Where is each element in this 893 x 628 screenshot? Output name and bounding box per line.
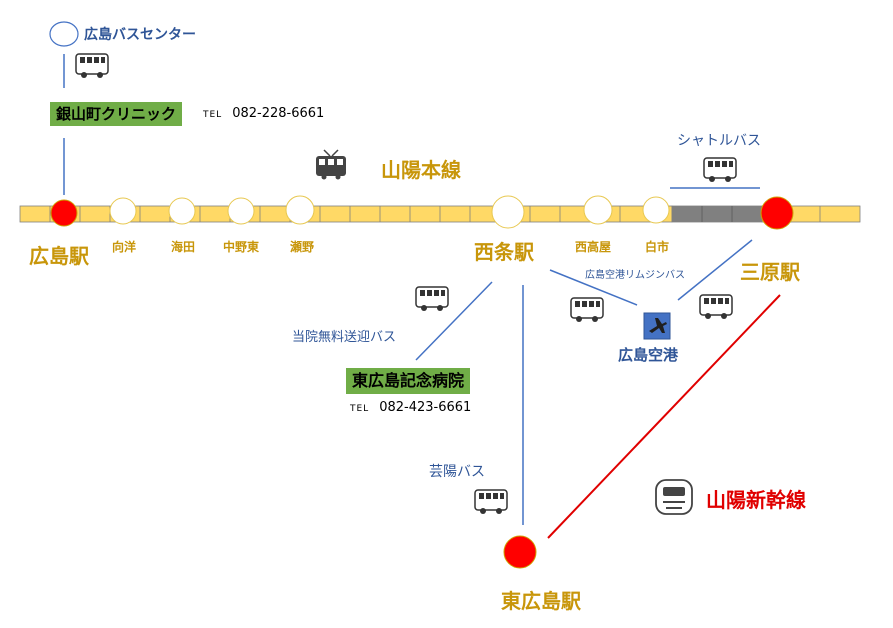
bus-center-node	[49, 21, 79, 47]
station-label-kaita: 海田	[171, 240, 196, 254]
station-node-nakano-higashi[interactable]	[227, 197, 255, 225]
tel-prefix: TEL	[350, 404, 370, 414]
station-node-nishitakaya[interactable]	[583, 195, 613, 225]
station-node-hachihonmatsu[interactable]	[642, 196, 670, 224]
airport-limousine-line-saijo	[549, 269, 638, 306]
station-label-seno: 瀬野	[290, 240, 315, 254]
hospital-tel: TEL 082-423-6661	[350, 400, 471, 415]
clinic-tel-number: 082-228-6661	[232, 106, 325, 121]
clinic-tel: TEL 082-228-6661	[203, 106, 324, 121]
station-node-hiroshima[interactable]	[50, 199, 78, 227]
station-node-kaita[interactable]	[168, 197, 196, 225]
sanyo-main-line-label: 山陽本線	[381, 158, 461, 182]
train-icon	[316, 149, 346, 180]
bus-icon	[75, 53, 109, 78]
bus-icon	[570, 297, 604, 322]
station-node-seno[interactable]	[285, 195, 315, 225]
station-node-saijo[interactable]	[491, 195, 525, 229]
station-node-mihara[interactable]	[760, 196, 794, 230]
station-node-higashi-hiroshima[interactable]	[503, 535, 537, 569]
airport-label: 広島空港	[618, 346, 679, 364]
geiyo-bus-label: 芸陽バス	[429, 464, 485, 480]
station-label-hachihonmatsu: 白市	[645, 240, 670, 254]
bus-center-label: 広島バスセンター	[84, 27, 196, 43]
sanyo-main-line-track	[19, 205, 861, 223]
station-label-nishitakaya: 西高屋	[575, 240, 612, 254]
airport-limousine-label: 広島空港リムジンバス	[585, 270, 685, 281]
airplane-icon	[643, 312, 671, 340]
station-label-saijo: 西条駅	[474, 240, 534, 264]
free-bus-label: 当院無料送迎バス	[292, 330, 397, 345]
hospital-name-box: 東広島記念病院	[346, 368, 471, 394]
station-node-mukainada[interactable]	[109, 197, 137, 225]
station-label-mihara: 三原駅	[740, 260, 800, 284]
shinkansen-icon	[655, 479, 693, 515]
station-label-mukainada: 向洋	[112, 240, 137, 254]
shinkansen-line	[547, 294, 781, 539]
station-label-higashi-hiroshima: 東広島駅	[501, 589, 581, 613]
tel-prefix: TEL	[203, 110, 223, 120]
bus-icon	[703, 157, 737, 182]
bus-icon	[474, 489, 508, 514]
bus-icon	[415, 286, 449, 311]
hospital-tel-number: 082-423-6661	[379, 400, 472, 415]
clinic-name-box: 銀山町クリニック	[50, 102, 183, 126]
station-label-nakano-higashi: 中野東	[223, 240, 260, 254]
shinkansen-label: 山陽新幹線	[706, 488, 806, 512]
airport-limousine-line-mihara	[677, 239, 753, 301]
shuttle-bus-label: シャトルバス	[677, 133, 761, 149]
station-label-hiroshima: 広島駅	[29, 244, 89, 268]
free-bus-line	[415, 281, 493, 361]
bus-icon	[699, 294, 733, 319]
